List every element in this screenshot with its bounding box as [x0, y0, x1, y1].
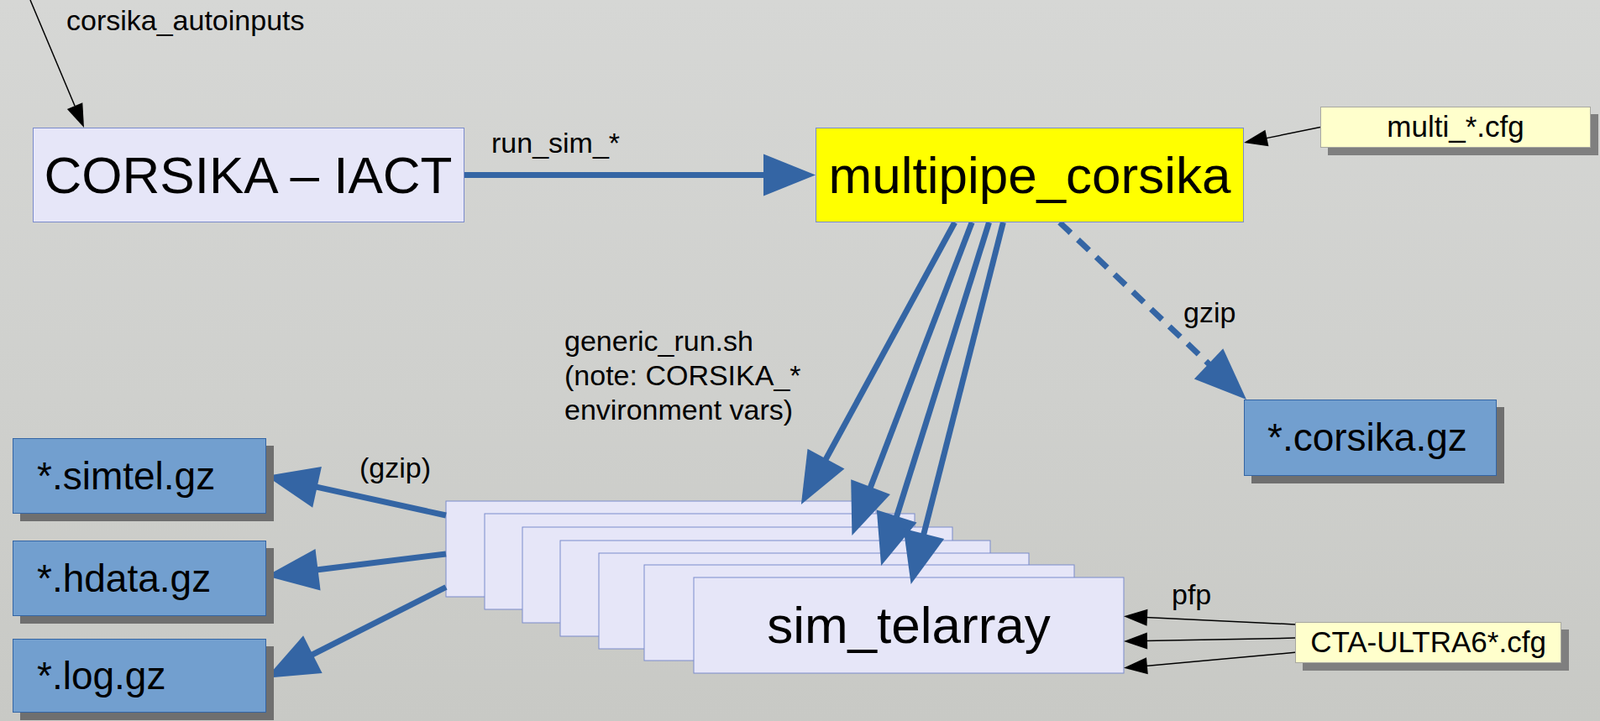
node-text: CORSIKA – IACT [44, 145, 453, 205]
arrow-head [1123, 609, 1148, 627]
edge-label: gzip [1183, 295, 1236, 331]
arrow-head [1243, 130, 1269, 147]
flow-arrow [464, 154, 817, 197]
arrow-head [763, 154, 816, 197]
program-box: multipipe_corsika [815, 127, 1244, 223]
output-file: *.corsika.gz [1243, 399, 1497, 477]
edge-label: pfp [1171, 577, 1212, 613]
arrow-head [266, 466, 322, 509]
connector-line [1145, 652, 1296, 667]
program-stack: sim_telarray [445, 501, 1124, 674]
stack-sheet [693, 577, 1124, 674]
program-box: CORSIKA – IACT [32, 127, 465, 223]
node-text: *.hdata.gz [36, 556, 211, 602]
front-sheet: sim_telarray [693, 577, 1124, 674]
input-arrow [1123, 609, 1296, 676]
connector-line [311, 587, 446, 656]
connector-line [315, 487, 446, 516]
config-file: multi_*.cfg [1320, 106, 1591, 148]
node-text: sim_telarray [766, 595, 1051, 656]
flow-arrow [266, 549, 446, 592]
output-file: *.hdata.gz [12, 540, 267, 617]
stacked-sheets [445, 501, 1124, 674]
node-text: *.log.gz [36, 654, 166, 699]
output-file: *.log.gz [12, 639, 267, 714]
connector-line [825, 222, 955, 461]
edge-label: (gzip) [359, 451, 431, 486]
arrow-head [801, 449, 845, 505]
connector-line [896, 222, 989, 519]
arrow-head [1123, 633, 1148, 651]
arrow-head [1123, 657, 1149, 675]
flow-arrow [801, 222, 1004, 585]
config-file: CTA-ULTRA6*.cfg [1295, 622, 1562, 664]
edge-label: generic_run.sh (note: CORSIKA_* environm… [564, 324, 813, 427]
arrow-head [266, 549, 321, 592]
output-file: *.simtel.gz [12, 438, 267, 515]
connector-line [1145, 638, 1296, 641]
node-text: CTA-ULTRA6*.cfg [1310, 625, 1547, 660]
node-text: *.simtel.gz [36, 454, 216, 499]
flow-arrow [266, 587, 446, 679]
connector-line [923, 222, 1003, 536]
input-arrow [1243, 127, 1321, 147]
node-text: multi_*.cfg [1386, 110, 1524, 144]
node-text: *.corsika.gz [1267, 415, 1468, 461]
note-label: corsika_autoinputs [66, 3, 305, 38]
arrow-head [266, 635, 323, 678]
node-text: multipipe_corsika [828, 145, 1232, 205]
connector-line [464, 172, 766, 179]
edge-label: run_sim_* [491, 125, 620, 161]
connector-line [1059, 222, 1211, 366]
arrow-head [903, 529, 945, 585]
arrow-head [1194, 348, 1247, 400]
connector-line [316, 554, 446, 571]
flow-arrow [1059, 222, 1247, 400]
connector-line [1145, 618, 1296, 625]
connector-line [1264, 127, 1321, 139]
